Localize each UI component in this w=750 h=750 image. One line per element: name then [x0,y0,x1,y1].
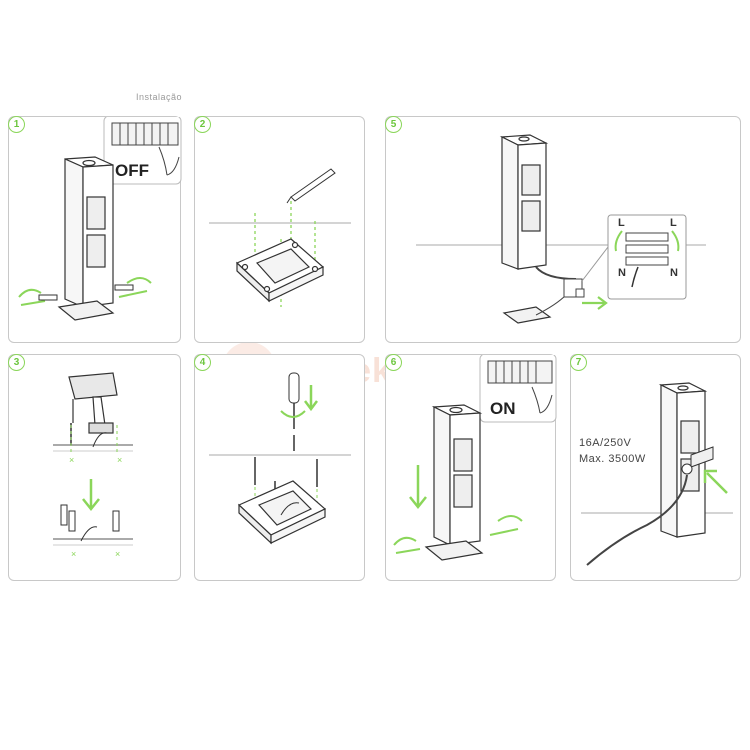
step-4-badge: 4 [194,354,211,371]
step-2-panel: 2 [194,116,365,343]
step-4-panel: 4 [194,354,365,581]
svg-text:×: × [117,455,122,465]
step-5-illustration [416,134,706,324]
svg-text:×: × [71,549,76,559]
step-7-illustration [581,382,733,566]
step-1-panel: 1 OFF [8,116,182,343]
step-5-badge: 5 [385,116,402,133]
svg-text:×: × [115,549,120,559]
step-2-illustration [209,168,351,307]
wire-label-n-left: N [618,267,626,279]
step-7-badge: 7 [570,354,587,371]
wire-label-l-left: L [618,217,625,229]
wire-label-n-right: N [670,267,678,279]
wire-label-l-right: L [670,217,677,229]
step-4-illustration [209,372,351,545]
step-2-badge: 2 [194,116,211,133]
step-1-illustration [18,117,182,321]
step-7-panel: 7 16A/250V Max. 3500W [570,354,741,581]
step-3-illustration: × × × × [53,372,133,559]
page-header: Instalação [136,92,183,102]
step-6-panel: 6 ON [385,354,557,581]
step-5-panel: 5 L L N N [385,116,741,343]
step-3-badge: 3 [8,354,25,371]
step-3-panel: × × × × 3 [8,354,181,581]
step-6-illustration [393,355,557,561]
step-6-badge: 6 [385,354,402,371]
spec-line-rating: 16A/250V [579,437,632,449]
step-1-badge: 1 [8,116,25,133]
step-6-on-label: ON [490,399,516,418]
svg-text:×: × [69,455,74,465]
step-1-off-label: OFF [115,161,149,180]
spec-line-max-power: Max. 3500W [579,453,646,465]
